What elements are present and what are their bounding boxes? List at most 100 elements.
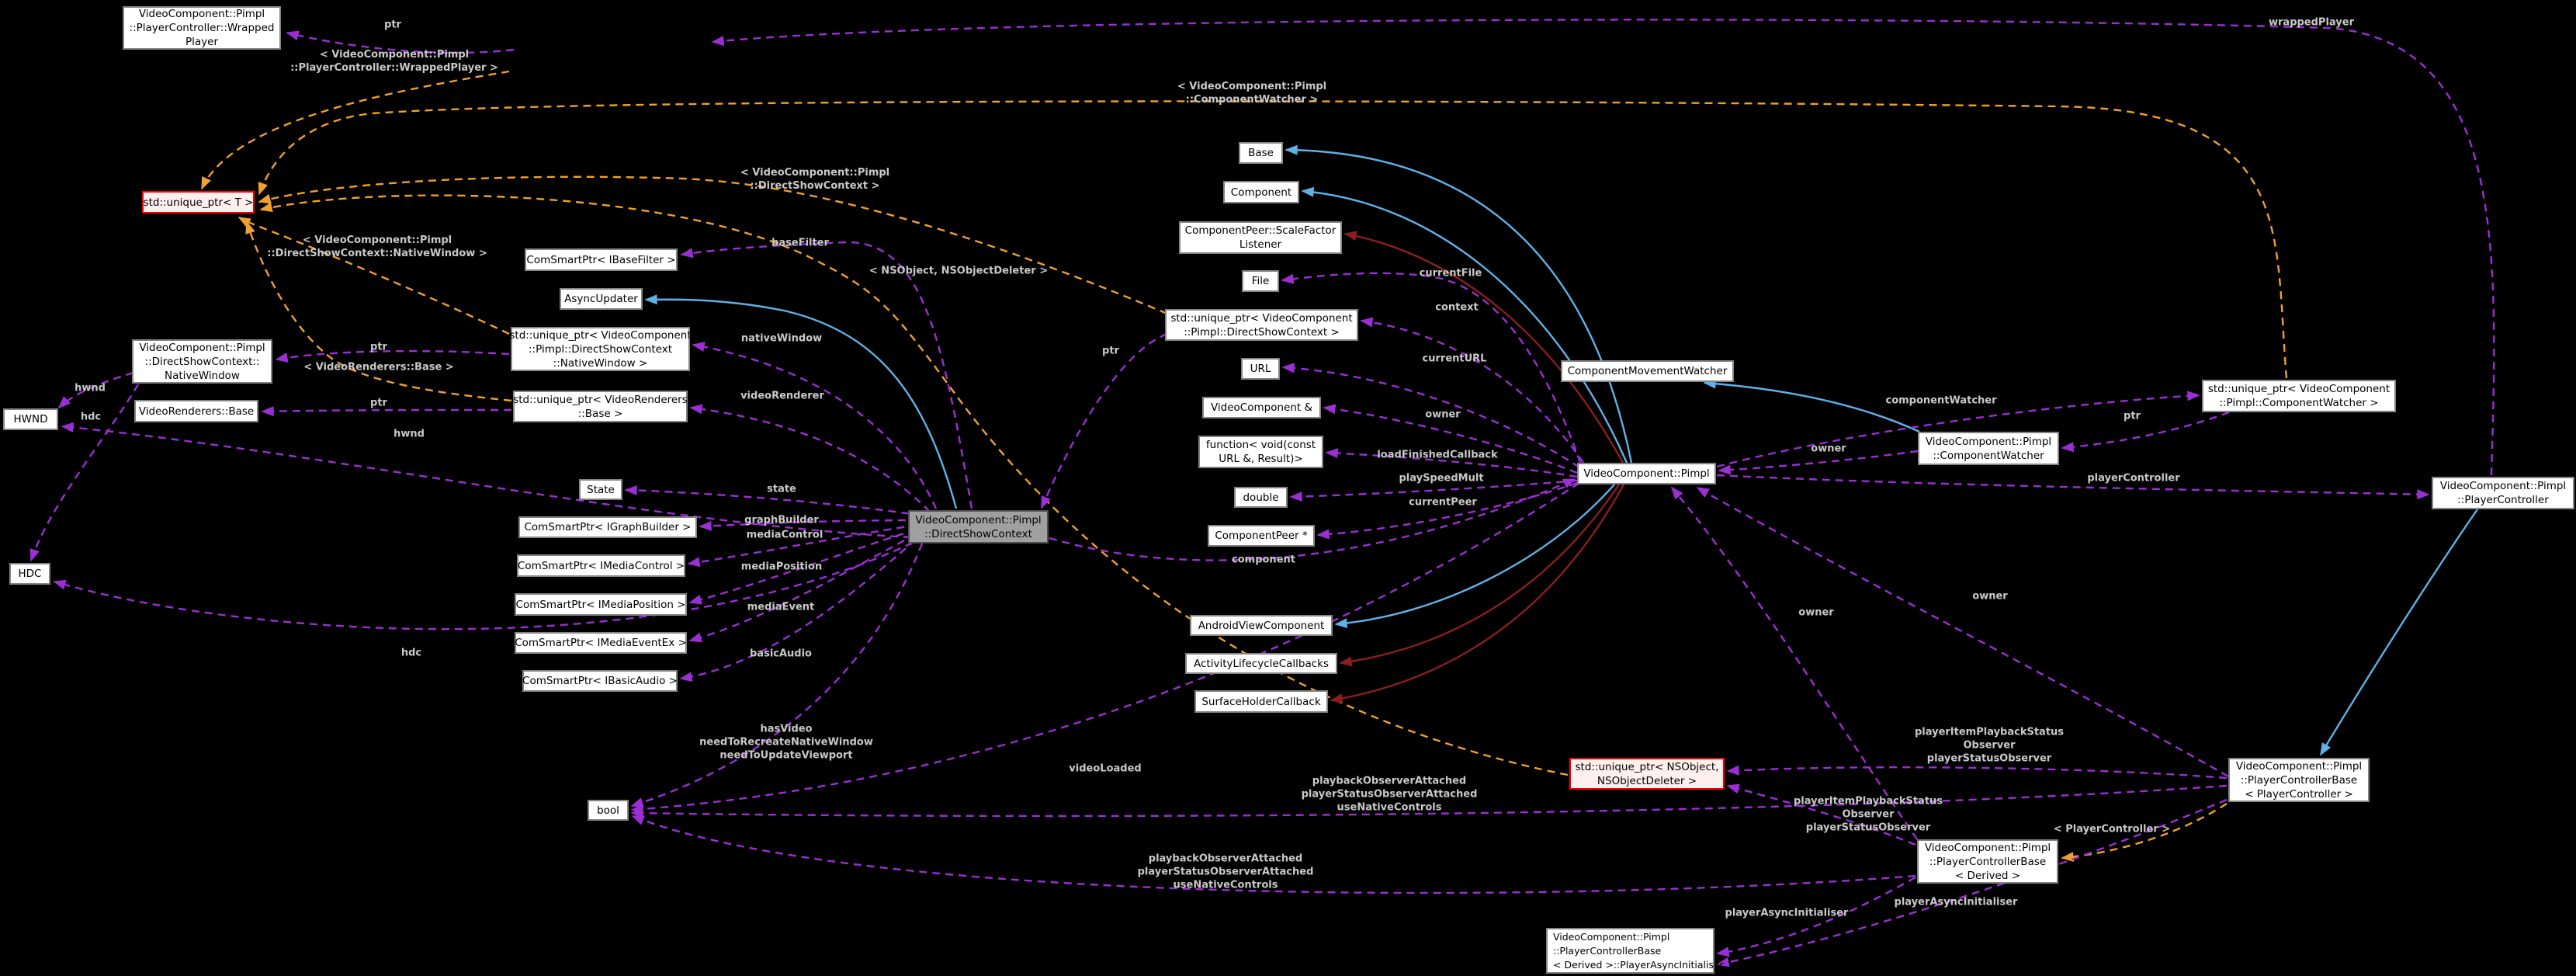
node-hwnd-line: HWND xyxy=(13,413,48,425)
node-stateBox[interactable]: State xyxy=(579,479,622,500)
edge-pimpl_loadcb xyxy=(1325,448,1578,478)
edge-label-tmpl_dsc-line: ::DirectShowContext > xyxy=(750,180,880,192)
node-doubleBox[interactable]: double xyxy=(1234,487,1288,508)
node-comIGraphBuilder[interactable]: ComSmartPtr< IGraphBuilder > xyxy=(518,516,697,538)
node-videoComponentRef-line: VideoComponent & xyxy=(1210,401,1313,414)
edge-label-mediaControl-line: mediaControl xyxy=(746,529,823,541)
node-pimpl[interactable]: VideoComponent::Pimpl xyxy=(1577,463,1716,485)
edge-label-component: component xyxy=(1232,554,1295,567)
node-urlBox[interactable]: URL xyxy=(1241,358,1280,380)
node-comIMediaPosition-line: ComSmartPtr< IMediaPosition > xyxy=(515,598,686,611)
edge-label-ptr_cw-line: ptr xyxy=(2124,410,2141,422)
node-hwnd[interactable]: HWND xyxy=(3,408,58,430)
edge-label-pba1-line: playerStatusObserverAttached xyxy=(1301,788,1478,801)
edge-label-piso2-line: playerStatusObserver xyxy=(1805,821,1931,834)
node-dsc-line: VideoComponent::Pimpl xyxy=(915,513,1042,526)
edge-label-mediaPosition-line: mediaPosition xyxy=(740,561,823,573)
node-wrappedPlayer-line: VideoComponent::Pimpl xyxy=(138,8,265,20)
edge-label-tmpl_pc-line: < PlayerController > xyxy=(2053,823,2171,835)
node-renderersBase[interactable]: VideoRenderers::Base xyxy=(134,400,258,422)
edge-label-tmpl_cw: < VideoComponent::Pimpl::ComponentWatche… xyxy=(1177,80,1326,106)
edge-label-nativeWindow-line: nativeWindow xyxy=(740,332,823,345)
node-playerAsyncInit[interactable]: VideoComponent::Pimpl::PlayerControllerB… xyxy=(1546,928,1724,974)
edge-dscptr_dsc xyxy=(1040,332,1168,509)
node-pcbDerived-line: ::PlayerControllerBase xyxy=(1929,855,2047,868)
node-uptrNativeWindow[interactable]: std::unique_ptr< VideoComponent::Pimpl::… xyxy=(509,327,692,371)
edge-label-hdc1: hdc xyxy=(81,411,101,424)
edge-label-pai2-line: playerAsyncInitialiser xyxy=(1894,896,2018,908)
node-comIBaseFilter-line: ComSmartPtr< IBaseFilter > xyxy=(526,253,676,266)
node-fileBox[interactable]: File xyxy=(1242,270,1279,292)
edge-label-component-line: component xyxy=(1232,554,1295,566)
edge-dsc_tmpl xyxy=(258,175,1168,315)
node-cmw[interactable]: ComponentMovementWatcher xyxy=(1561,360,1734,382)
node-wrappedPlayer[interactable]: VideoComponent::Pimpl::PlayerController:… xyxy=(123,6,281,50)
node-boolBox[interactable]: bool xyxy=(588,800,629,821)
edge-label-hasVideo-line: needToRecreateNativeWindow xyxy=(699,736,873,748)
edge-label-mediaControl: mediaControl xyxy=(747,529,823,542)
node-baseBox[interactable]: Base xyxy=(1239,142,1283,164)
edge-label-basicAudio-line: basicAudio xyxy=(750,648,812,660)
edge-label-ptr_wrapped: ptr xyxy=(384,19,401,32)
node-componentPeerPtr[interactable]: ComponentPeer * xyxy=(1208,525,1315,547)
node-pcbPC[interactable]: VideoComponent::Pimpl::PlayerControllerB… xyxy=(2228,758,2370,802)
edge-pimpl_component xyxy=(1301,186,1628,464)
node-functionCb-line: URL &, Result)> xyxy=(1219,453,1303,465)
node-pcbDerived[interactable]: VideoComponent::Pimpl::PlayerControllerB… xyxy=(1917,839,2058,884)
node-uniquePtrT[interactable]: std::unique_ptr< T > xyxy=(142,191,255,214)
edge-label-tmpl_nw-line: ::DirectShowContext::NativeWindow > xyxy=(267,248,487,259)
node-uptrComponentWatcher-line: ::Pimpl::ComponentWatcher > xyxy=(2219,397,2379,409)
node-playerControllerBox[interactable]: VideoComponent::Pimpl::PlayerController xyxy=(2432,477,2574,509)
node-doubleBox-line: double xyxy=(1243,491,1279,504)
edge-label-playSpeedMult-line: playSpeedMult xyxy=(1399,472,1484,485)
edge-dsc_videorenderer xyxy=(689,404,931,512)
edge-label-tmpl_pc: < PlayerController > xyxy=(2054,823,2170,836)
edge-label-ptr_nw-line: ptr xyxy=(370,341,387,353)
node-hdcBox[interactable]: HDC xyxy=(9,563,50,585)
node-surfaceHolderCallback[interactable]: SurfaceHolderCallback xyxy=(1194,690,1328,713)
node-pcbPC-line: ::PlayerControllerBase xyxy=(2240,773,2358,787)
edge-dsc_basefilter xyxy=(680,241,973,509)
node-comIMediaControl[interactable]: ComSmartPtr< IMediaControl > xyxy=(517,554,685,577)
node-uptrComponentWatcher[interactable]: std::unique_ptr< VideoComponent::Pimpl::… xyxy=(2202,380,2396,412)
node-uptrRenderersBase[interactable]: std::unique_ptr< VideoRenderers::Base > xyxy=(513,391,688,422)
edge-label-pai1-line: playerAsyncInitialiser xyxy=(1725,907,1849,919)
node-componentWatcherBox[interactable]: VideoComponent::Pimpl::ComponentWatcher xyxy=(1918,432,2059,465)
node-activityLifecycleCallbacks[interactable]: ActivityLifecycleCallbacks xyxy=(1185,653,1337,674)
node-componentBox[interactable]: Component xyxy=(1223,181,1299,203)
node-urlBox-line: URL xyxy=(1250,363,1271,375)
node-comIMediaPosition[interactable]: ComSmartPtr< IMediaPosition > xyxy=(515,593,687,616)
node-comIBasicAudio[interactable]: ComSmartPtr< IBasicAudio > xyxy=(522,670,678,692)
node-uptrNSObject[interactable]: std::unique_ptr< NSObject,NSObjectDelete… xyxy=(1569,758,1725,790)
edge-label-hdc2: hdc xyxy=(401,647,421,660)
edge-label-piso2-line: Observer xyxy=(1842,808,1895,821)
node-androidViewComponent[interactable]: AndroidViewComponent xyxy=(1190,615,1333,636)
node-comIMediaEventEx[interactable]: ComSmartPtr< IMediaEventEx > xyxy=(515,632,687,654)
node-comIBaseFilter[interactable]: ComSmartPtr< IBaseFilter > xyxy=(525,248,678,271)
edge-label-owner2: owner xyxy=(1811,443,1846,456)
node-videoComponentRef[interactable]: VideoComponent & xyxy=(1202,397,1321,419)
node-uptrNSObject-line: std::unique_ptr< NSObject, xyxy=(1575,760,1719,773)
edge-dsc_pimpl xyxy=(1049,478,1576,561)
node-dsc[interactable]: VideoComponent::Pimpl::DirectShowContext xyxy=(908,510,1049,544)
edge-label-pba1-line: playbackObserverAttached xyxy=(1312,775,1467,787)
node-comIMediaControl-line: ComSmartPtr< IMediaControl > xyxy=(517,559,685,572)
node-uptrDSC-line: ::Pimpl::DirectShowContext > xyxy=(1184,325,1340,339)
edge-label-tmpl_dsc-line: < VideoComponent::Pimpl xyxy=(740,167,890,179)
node-nativeWindow[interactable]: VideoComponent::Pimpl::DirectShowContext… xyxy=(132,339,272,384)
node-playerAsyncInit-line: ::PlayerControllerBase xyxy=(1553,944,1662,957)
edge-label-nativeWindow: nativeWindow xyxy=(741,332,822,346)
edge-label-playerController-line: playerController xyxy=(2087,472,2180,485)
node-asyncUpdater[interactable]: AsyncUpdater xyxy=(560,288,643,310)
edge-pimpl_avc xyxy=(1334,484,1615,629)
node-wrappedPlayer-line: Player xyxy=(185,36,218,48)
edge-label-tmpl_nw-line: < VideoComponent::Pimpl xyxy=(302,234,452,246)
node-uptrDSC[interactable]: std::unique_ptr< VideoComponent::Pimpl::… xyxy=(1165,309,1358,341)
edge-label-tmpl_wrapped-line: ::PlayerController::WrappedPlayer > xyxy=(290,62,498,74)
edge-label-mediaPosition: mediaPosition xyxy=(741,561,822,574)
node-nativeWindow-line: NativeWindow xyxy=(165,369,240,382)
node-uptrRenderersBase-line: std::unique_ptr< VideoRenderers xyxy=(513,393,688,406)
edge-label-pai2: playerAsyncInitialiser xyxy=(1895,896,2018,909)
